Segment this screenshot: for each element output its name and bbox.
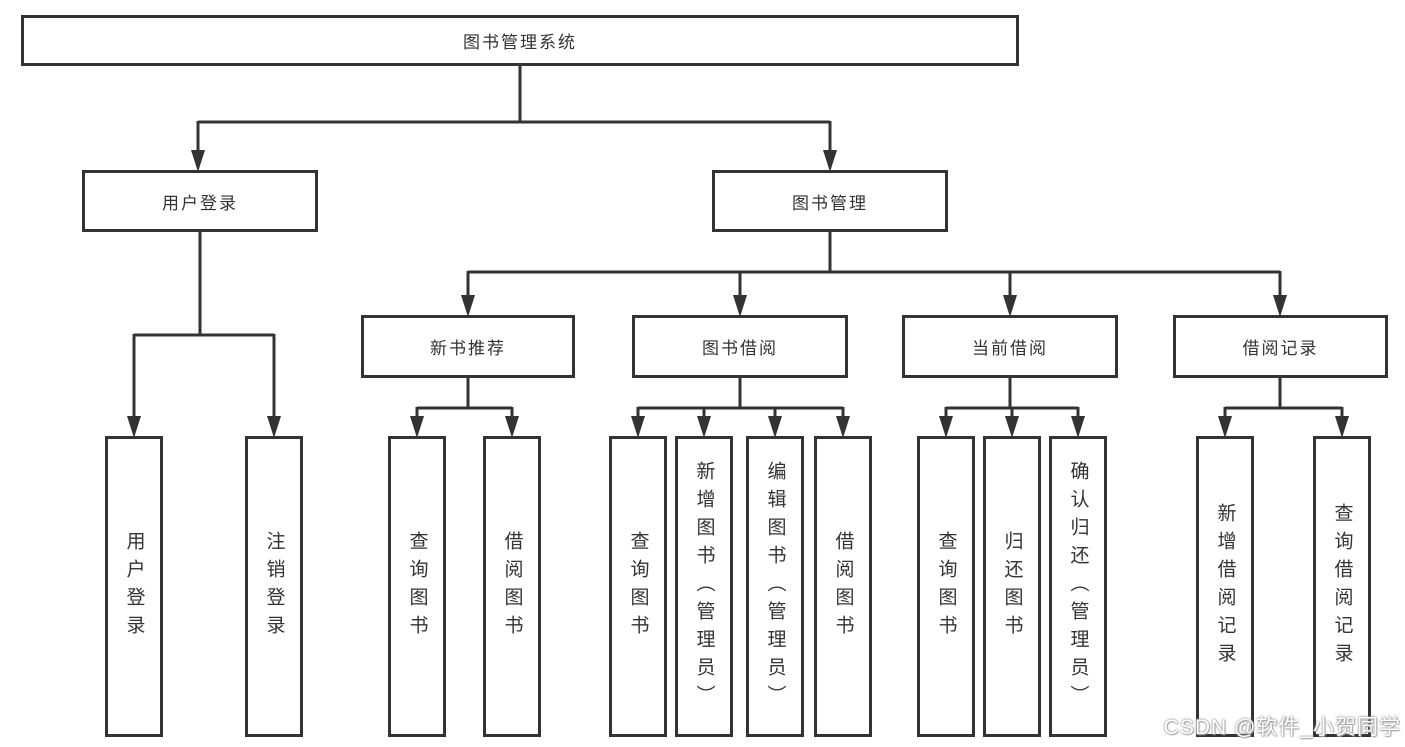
leaf-confirm-return-admin: 确认归还（管理员）: [1049, 436, 1107, 737]
arrowhead: [191, 150, 205, 172]
arrowhead: [127, 416, 141, 438]
leaf-add-borrow-record: 新增借阅记录: [1196, 436, 1254, 737]
leaf-query-books-borrow: 查询图书: [609, 436, 667, 737]
node-new-book-recommend: 新书推荐: [361, 315, 575, 378]
node-library-system: 图书管理系统: [21, 15, 1019, 66]
leaf-user-login: 用户登录: [105, 436, 163, 737]
arrowhead: [768, 416, 782, 438]
leaf-add-book-admin: 新增图书（管理员）: [675, 436, 733, 737]
arrowhead: [1005, 416, 1019, 438]
node-label: 查询借阅记录: [1331, 502, 1353, 671]
arrowhead: [1335, 416, 1349, 438]
node-label: 用户登录: [123, 530, 145, 643]
arrowhead: [267, 416, 281, 438]
arrowhead: [631, 416, 645, 438]
arrowhead: [697, 416, 711, 438]
arrowhead: [461, 295, 475, 317]
watermark: CSDN @软件_小贺同学: [1163, 716, 1401, 739]
leaf-borrow-books: 借阅图书: [814, 436, 872, 737]
arrowhead: [410, 416, 424, 438]
arrowhead: [505, 416, 519, 438]
leaf-return-book: 归还图书: [983, 436, 1041, 737]
node-label: 图书管理: [792, 193, 868, 213]
leaf-edit-book-admin: 编辑图书（管理员）: [746, 436, 804, 737]
arrowhead: [939, 416, 953, 438]
node-label: 确认归还（管理员）: [1067, 460, 1089, 713]
node-label: 图书管理系统: [463, 33, 577, 52]
arrowhead: [836, 416, 850, 438]
leaf-query-books-current: 查询图书: [917, 436, 975, 737]
node-label: 查询图书: [935, 530, 957, 643]
node-label: 归还图书: [1001, 530, 1023, 643]
leaf-query-borrow-record: 查询借阅记录: [1313, 436, 1371, 737]
node-label: 借阅图书: [501, 530, 523, 643]
arrowhead: [1071, 416, 1085, 438]
node-label: 查询图书: [627, 530, 649, 643]
node-label: 图书借阅: [702, 339, 778, 358]
leaf-borrow-books-recommend: 借阅图书: [483, 436, 541, 737]
node-label: 当前借阅: [972, 339, 1048, 358]
arrowhead: [1273, 295, 1287, 317]
node-label: 查询图书: [406, 530, 428, 643]
arrowhead: [823, 150, 837, 172]
node-user-login: 用户登录: [82, 170, 318, 232]
node-label: 借阅图书: [832, 530, 854, 643]
node-current-borrowing: 当前借阅: [902, 315, 1118, 378]
node-label: 借阅记录: [1242, 339, 1319, 358]
node-book-borrowing: 图书借阅: [632, 315, 848, 378]
leaf-query-books-recommend: 查询图书: [388, 436, 446, 737]
node-label: 用户登录: [162, 193, 238, 213]
node-label: 新书推荐: [430, 339, 506, 358]
node-book-management: 图书管理: [712, 170, 948, 232]
node-label: 编辑图书（管理员）: [764, 460, 786, 713]
arrowhead: [1218, 416, 1232, 438]
node-label: 注销登录: [263, 530, 285, 643]
node-label: 新增图书（管理员）: [693, 460, 715, 713]
node-borrowing-records: 借阅记录: [1173, 315, 1388, 378]
leaf-logout: 注销登录: [245, 436, 303, 737]
arrowhead: [1003, 295, 1017, 317]
arrowhead: [733, 295, 747, 317]
node-label: 新增借阅记录: [1214, 502, 1236, 671]
